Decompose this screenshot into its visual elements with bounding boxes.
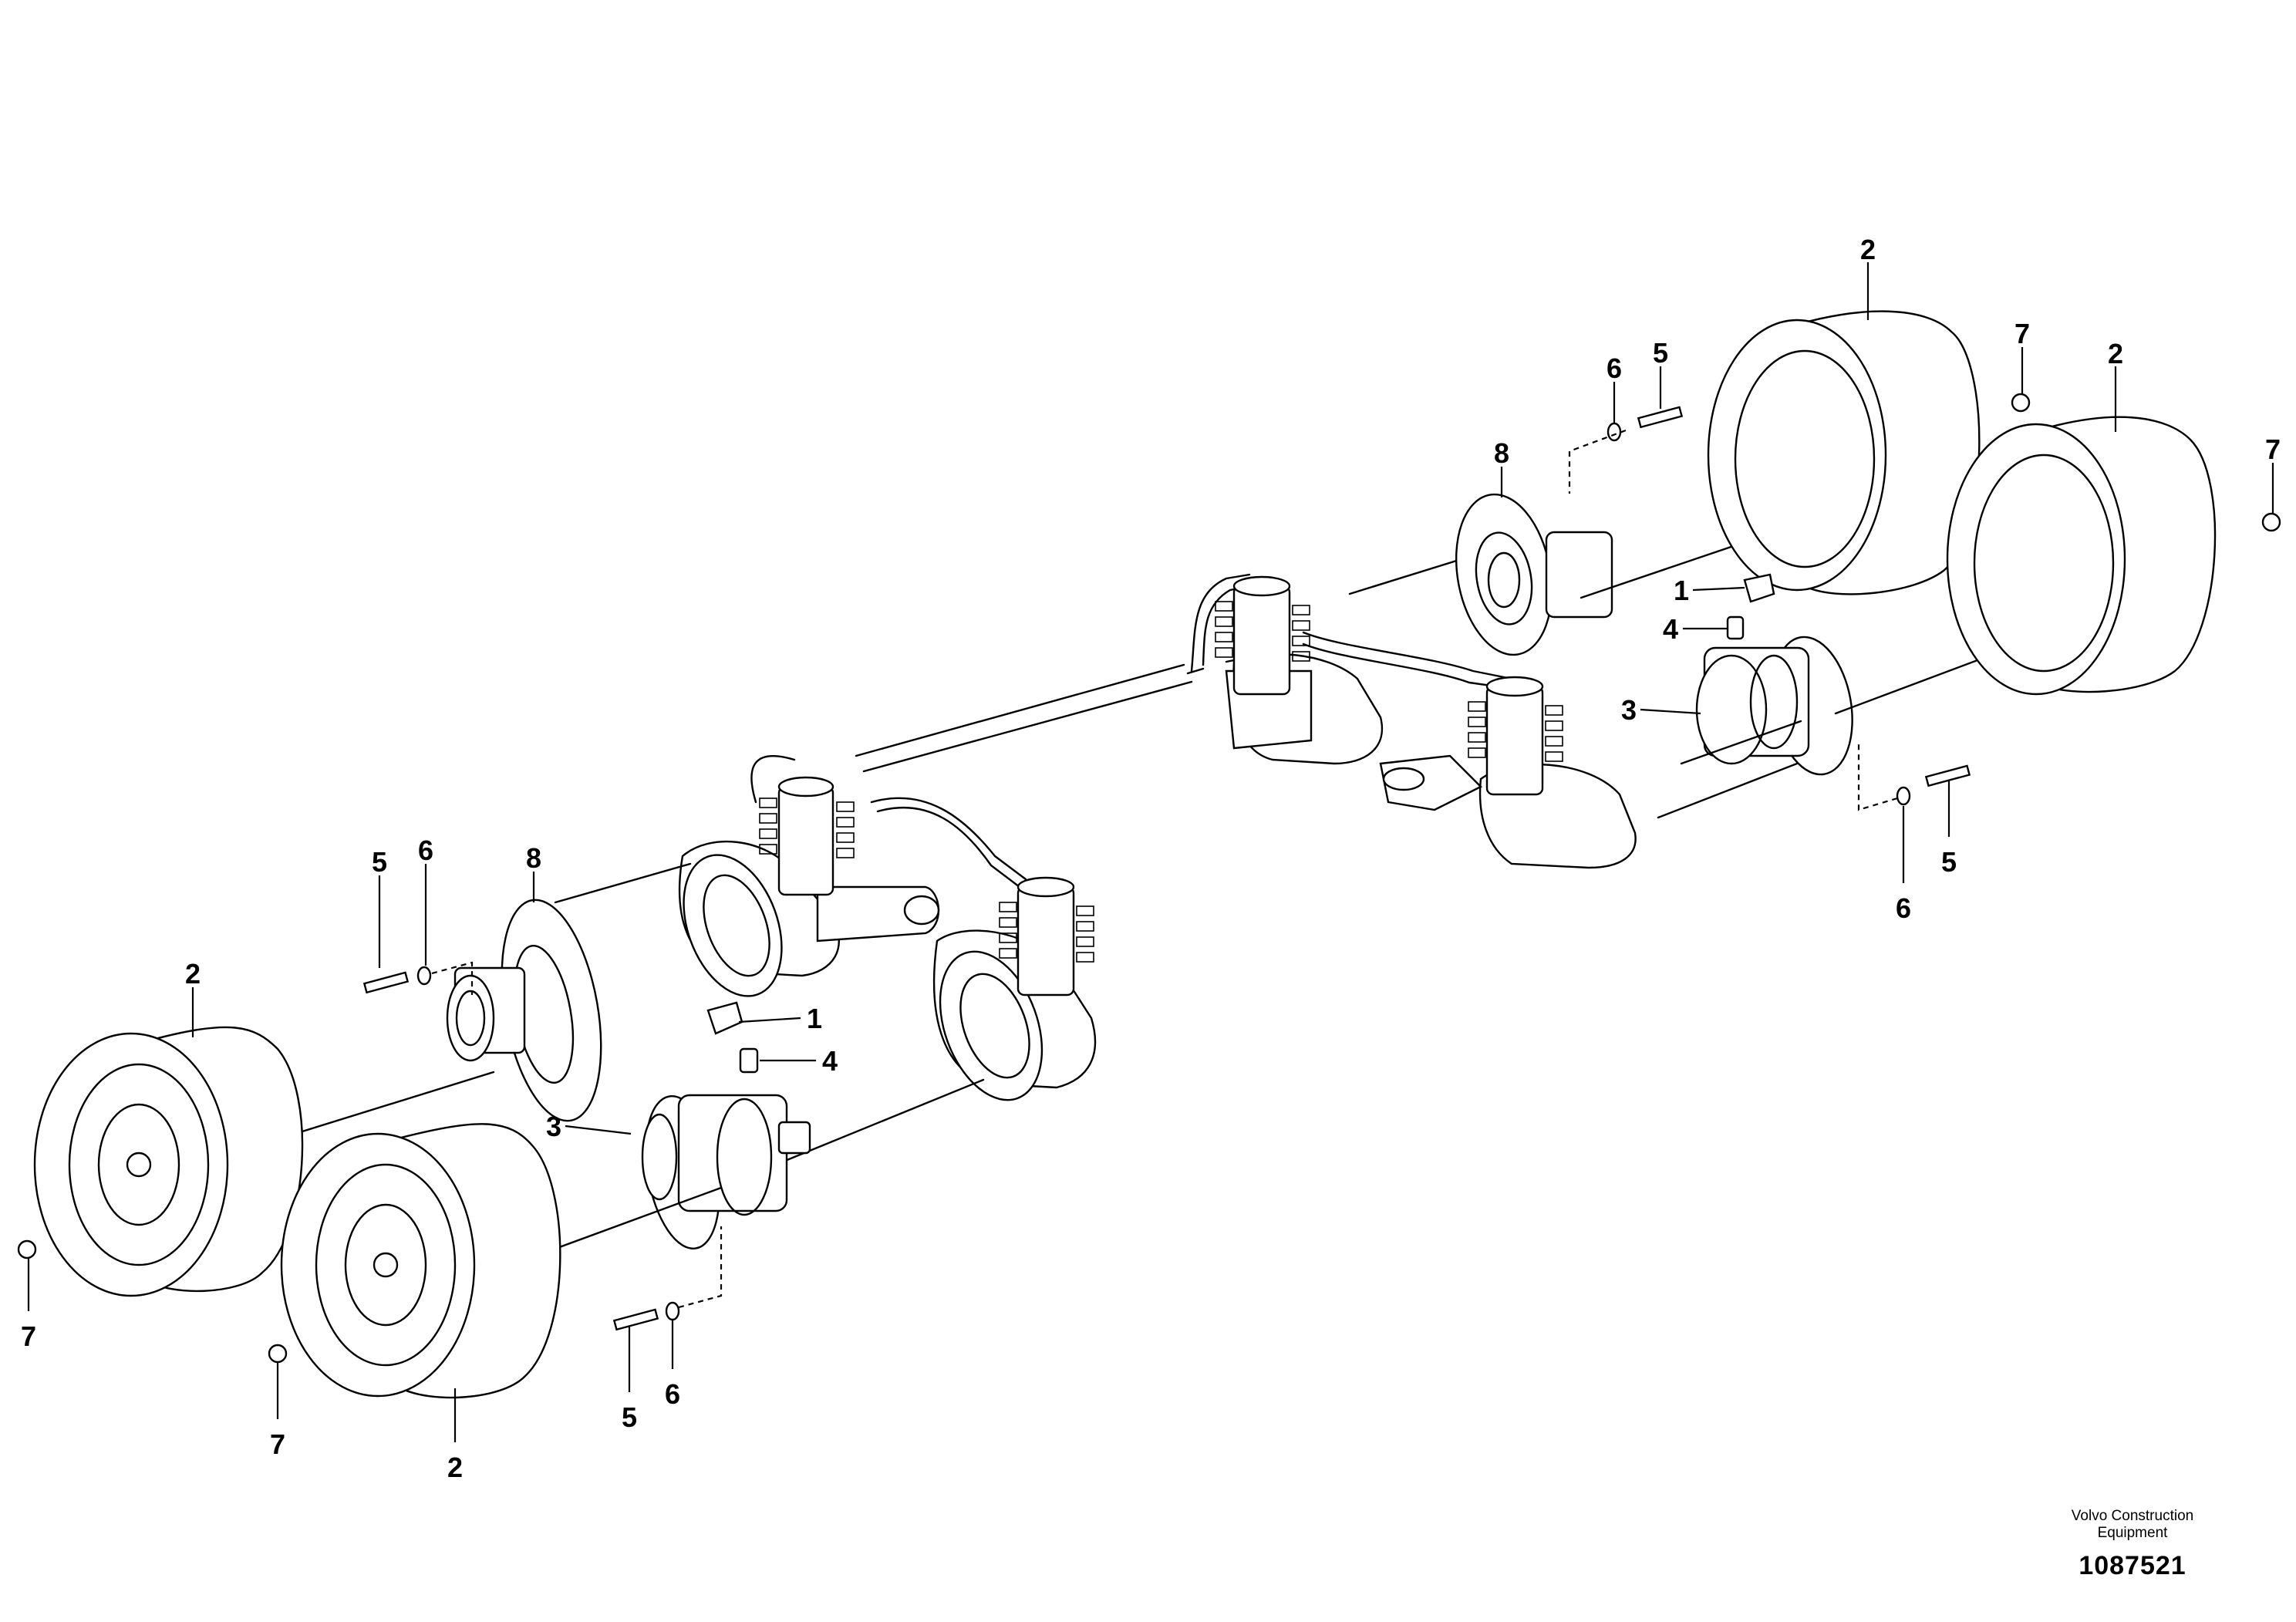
leader-lines <box>27 262 2274 1442</box>
callout-7-right-rear: 7 <box>2014 318 2030 349</box>
callouts: 2 2 2 2 3 3 1 1 4 4 5 5 5 5 6 6 6 6 7 7 … <box>21 234 2281 1483</box>
steering-knuckle-right-front <box>1379 676 1637 869</box>
brake-disc-right <box>1348 493 1613 656</box>
brand-name-line1: Volvo Construction <box>2071 1508 2194 1524</box>
hardware <box>17 393 2281 1364</box>
hub-motor-right <box>1657 636 1853 819</box>
callout-3-right: 3 <box>1621 694 1637 726</box>
callout-4-right: 4 <box>1663 613 1678 645</box>
callout-5-right-lower: 5 <box>1941 846 1957 878</box>
brake-disc-left <box>446 862 692 1122</box>
callout-8-right: 8 <box>1494 437 1509 469</box>
callout-2-right-rear: 2 <box>1860 234 1876 265</box>
callout-6-right-upper: 6 <box>1607 352 1622 384</box>
wheel-left-rear <box>33 1026 495 1297</box>
callout-4-left: 4 <box>822 1045 838 1077</box>
callout-5-left-lower: 5 <box>622 1401 637 1433</box>
bolt-left-upper <box>362 971 410 994</box>
callout-6-left-lower: 6 <box>665 1378 680 1410</box>
washer-right-lower <box>1896 786 1911 806</box>
callout-5-right-upper: 5 <box>1653 337 1668 369</box>
callout-7-left-rear: 7 <box>21 1320 36 1352</box>
axle-links <box>855 656 1251 773</box>
washer-left-upper <box>416 966 432 986</box>
callout-1-left: 1 <box>807 1003 822 1034</box>
callout-2-right-front: 2 <box>2108 338 2123 369</box>
nut-left-front <box>268 1344 288 1364</box>
callout-2-left-front: 2 <box>447 1452 463 1483</box>
nut-right-rear <box>2011 393 2031 413</box>
callout-7-right-front: 7 <box>2265 433 2281 465</box>
washer-right-upper <box>1607 422 1622 442</box>
plug-right <box>1726 615 1745 640</box>
nut-left-rear <box>17 1239 37 1259</box>
callout-5-left-upper: 5 <box>372 846 387 878</box>
callout-6-right-lower: 6 <box>1896 892 1911 924</box>
wheel-right-front <box>1834 416 2217 715</box>
plug-left <box>739 1047 759 1074</box>
steering-knuckle-left-front <box>932 876 1097 1101</box>
bolt-right-upper <box>1637 406 1684 429</box>
bolt-left-lower <box>612 1308 659 1331</box>
steering-knuckle-left-rear <box>679 776 940 997</box>
assembly-dash-lines <box>431 429 1898 1309</box>
brand-name-line2: Equipment <box>2097 1525 2168 1541</box>
cylinder-bolts-rf <box>1468 701 1563 762</box>
callout-8-left: 8 <box>526 842 541 874</box>
bolt-right-lower <box>1924 764 1971 787</box>
callout-6-left-upper: 6 <box>418 835 433 866</box>
sensor-right <box>1743 573 1775 603</box>
callout-1-right: 1 <box>1674 575 1689 606</box>
cylinder-bolts-lf <box>999 902 1094 963</box>
hub-motor-left <box>641 1078 985 1249</box>
sensor-left <box>706 1001 743 1035</box>
nut-right-front <box>2261 512 2281 532</box>
wheel-left-front <box>280 1123 723 1399</box>
steering-knuckle-right-rear <box>1215 575 1383 765</box>
wheel-right-rear <box>1580 310 1981 765</box>
drawing-number: 1087521 <box>2079 1551 2186 1580</box>
callout-7-left-front: 7 <box>270 1428 285 1460</box>
callout-3-left: 3 <box>546 1111 561 1142</box>
publisher-block: Volvo Construction Equipment 1087521 <box>2036 1508 2229 1581</box>
hydraulic-pipes <box>750 573 1513 889</box>
washer-left-lower <box>665 1301 680 1321</box>
callout-2-left-rear: 2 <box>185 958 201 990</box>
cylinder-bolts-rr <box>1215 601 1310 662</box>
cylinder-bolts-lr <box>759 798 855 858</box>
